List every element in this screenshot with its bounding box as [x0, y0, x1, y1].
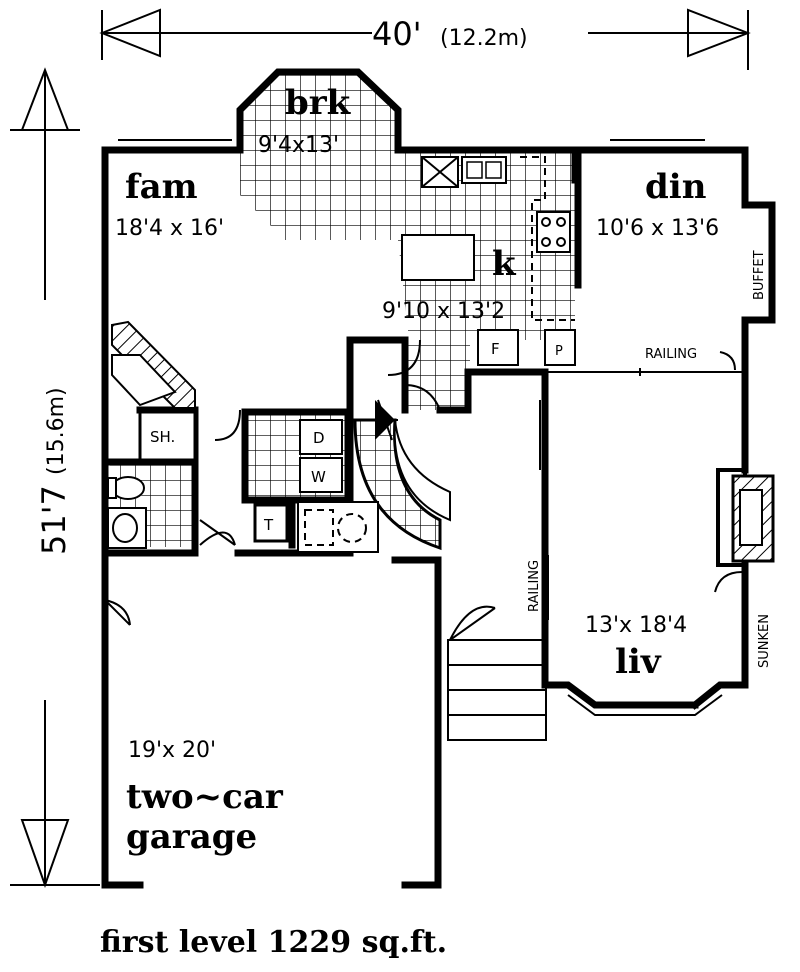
washer — [299, 457, 343, 493]
caption: first level 1229 sq.ft. — [100, 925, 447, 960]
walls — [101, 68, 776, 889]
sunken-label: SUNKEN — [757, 614, 772, 668]
fridge-label: F — [491, 340, 500, 358]
refrigerator — [477, 329, 519, 366]
din-size: 10'6 x 13'6 — [596, 216, 719, 241]
tub-label: T — [263, 516, 274, 534]
buffet-label: BUFFET — [752, 250, 767, 300]
liv-name: liv — [615, 642, 662, 682]
depth-metric: (15.6m) — [44, 387, 69, 475]
cooktop — [536, 211, 571, 253]
pantry-label: P — [555, 344, 563, 359]
width-metric: (12.2m) — [440, 26, 528, 51]
brk-name: brk — [285, 83, 352, 123]
liv-size: 13'x 18'4 — [585, 613, 687, 638]
garage-line2: garage — [126, 817, 257, 857]
dryer-label: D — [313, 429, 325, 447]
depth-dimension: 51'7 (15.6m) — [10, 67, 100, 888]
shower — [138, 410, 197, 462]
curved-staircase — [353, 399, 451, 551]
details — [111, 139, 775, 885]
doors — [104, 339, 496, 641]
width-feet: 40' — [372, 15, 422, 53]
sink — [461, 156, 507, 184]
k-size: 9'10 x 13'2 — [382, 299, 505, 324]
width-dimension: 40' (12.2m) — [99, 8, 751, 70]
din-name: din — [645, 167, 706, 207]
fam-size: 18'4 x 16' — [115, 216, 224, 241]
shower-label: SH. — [150, 428, 175, 446]
brk-size: 9'4x13' — [258, 133, 339, 158]
railing-label-stair: RAILING — [527, 560, 542, 612]
tub — [253, 503, 289, 543]
fam-name: fam — [125, 167, 198, 207]
depth-feet: 51'7 — [35, 485, 73, 555]
railing-label-top: RAILING — [645, 347, 697, 362]
kitchen-fixtures — [401, 156, 576, 366]
fam-closet — [111, 354, 177, 407]
pantry — [544, 329, 576, 366]
garage-line1: two~car — [126, 777, 284, 817]
washer-label: W — [311, 468, 326, 486]
bath-fixtures — [107, 410, 379, 553]
garage-size: 19'x 20' — [128, 738, 216, 763]
front-steps — [439, 639, 547, 885]
k-name: k — [492, 244, 517, 284]
kitchen-island — [401, 234, 475, 281]
dryer — [299, 419, 343, 455]
